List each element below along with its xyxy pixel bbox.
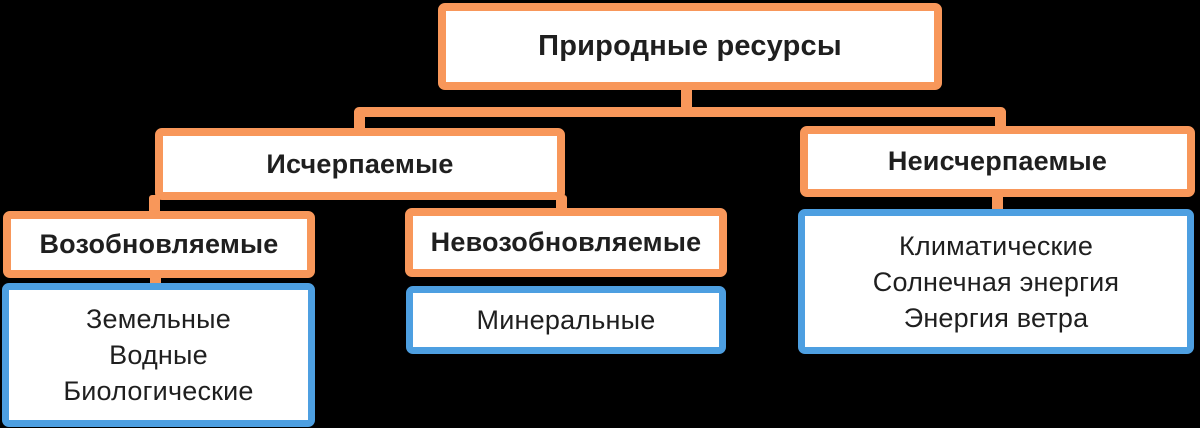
node-inexhaustible: Неисчерпаемые — [800, 126, 1195, 197]
node-exhaustible-label: Исчерпаемые — [266, 148, 454, 179]
connector-exhaustible-up — [354, 109, 365, 133]
node-renewable-items: Земельные Водные Биологические — [2, 283, 315, 427]
connector-nonrenewable-up — [556, 195, 567, 212]
nonrenewable-item: Минеральные — [476, 305, 656, 335]
inexhaustible-item: Солнечная энергия — [872, 266, 1120, 297]
node-nonrenewable-label: Невозобновляемые — [430, 227, 702, 257]
node-inexhaustible-label: Неисчерпаемые — [887, 146, 1108, 176]
connector-renewable-items-up — [150, 274, 161, 288]
renewable-item: Водные — [109, 340, 208, 370]
connector-root-down — [681, 84, 692, 112]
node-natural-resources: Природные ресурсы — [438, 3, 942, 90]
node-renewable-label: Возобновляемые — [39, 229, 279, 259]
renewable-item: Биологические — [63, 376, 254, 406]
connector-inexhaustible-items-up — [992, 192, 1003, 213]
node-inexhaustible-items: Климатические Солнечная энергия Энергия … — [798, 209, 1194, 354]
node-natural-resources-label: Природные ресурсы — [538, 30, 842, 62]
inexhaustible-item: Энергия ветра — [903, 302, 1089, 333]
renewable-item: Земельные — [86, 304, 231, 334]
node-nonrenewable: Невозобновляемые — [405, 208, 727, 277]
node-renewable: Возобновляемые — [3, 211, 315, 278]
connector-level2-bar — [354, 107, 1006, 117]
node-nonrenewable-items: Минеральные — [406, 286, 726, 354]
node-exhaustible: Исчерпаемые — [155, 128, 565, 200]
inexhaustible-item: Климатические — [898, 230, 1094, 261]
connector-inexhaustible-up — [995, 109, 1006, 133]
connector-renewable-up — [149, 195, 160, 215]
